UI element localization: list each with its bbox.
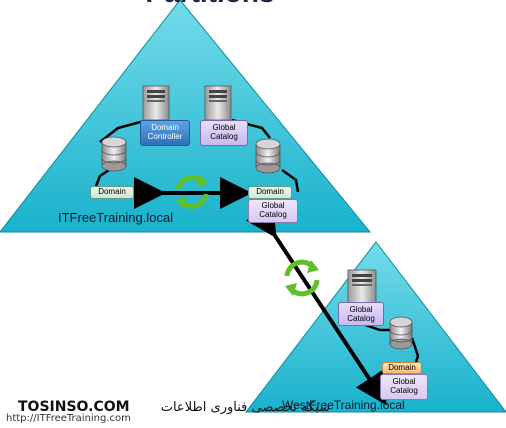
global-catalog-tag: Global Catalog [338,302,384,326]
persian-watermark: شبکه تخصصی فناوری اطلاعات [160,400,330,415]
root-domain-name: ITFreeTraining.local [58,210,174,225]
child-domain-name: WestFreeTraining.local [282,398,405,412]
server-icon [142,85,170,121]
sync-icon [284,259,320,297]
cross-domain-replication-arrow [245,202,387,406]
database-icon [255,138,281,174]
domain-partition-tag: Domain [90,186,134,199]
sync-icon [175,175,209,209]
database-icon [389,316,413,350]
global-catalog-partition-tag: Global Catalog [248,199,298,223]
page-title: Partitions [110,0,310,9]
brand-watermark: TOSINSO.COM [18,399,130,415]
database-icon [101,136,127,172]
global-catalog-tag: Global Catalog [200,120,248,146]
domain-partition-tag: Domain [248,186,292,199]
domain-partition-tag: Domain [382,362,422,374]
forest-root-triangle [0,0,372,233]
global-catalog-partition-tag: Global Catalog [380,374,428,400]
domain-controller-tag: Domain Controller [140,120,190,146]
server-icon [204,85,232,121]
server-icon [347,269,377,305]
url-watermark: http://ITFreeTraining.com [6,413,131,424]
